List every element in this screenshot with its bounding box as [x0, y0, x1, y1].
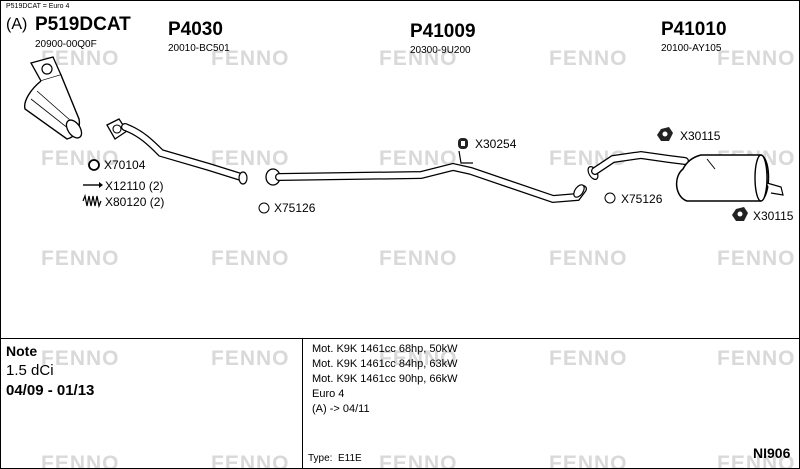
watermark-text: FENNO [41, 47, 120, 70]
watermark-text: FENNO [41, 452, 120, 469]
section-divider [1, 338, 799, 339]
rubber-mount-icon-c [732, 207, 748, 221]
header-note: P519DCAT = Euro 4 [6, 3, 70, 10]
motor-line-3: Mot. K9K 1461cc 90hp, 66kW [312, 373, 458, 385]
rear-silencer-drawing [587, 150, 784, 202]
accessory-x70104[interactable]: X70104 [104, 158, 146, 172]
middle-pipe-drawing [265, 150, 587, 204]
diagram-code: NI906 [753, 445, 791, 461]
watermark-text: FENNO [549, 347, 628, 370]
accessory-x75126-b[interactable]: X75126 [621, 192, 663, 206]
accessory-x75126-a[interactable]: X75126 [274, 201, 316, 215]
part-prefix: (A) [6, 16, 28, 33]
clamp-ring-icon-a [258, 202, 270, 214]
gasket-icon [88, 159, 100, 171]
type-label: Type: [308, 453, 333, 464]
motor-line-2: Mot. K9K 1461cc 84hp, 63kW [312, 358, 458, 370]
watermark-text: FENNO [717, 347, 796, 370]
watermark-text: FENNO [549, 247, 628, 270]
rubber-mount-icon-b [657, 127, 673, 141]
watermark-text: FENNO [717, 247, 796, 270]
watermark-text: FENNO [379, 347, 458, 370]
oem-number-p3: 20300-9U200 [410, 45, 471, 56]
accessory-x12110[interactable]: X12110 (2) [105, 179, 164, 193]
part-number-p3[interactable]: P41009 [410, 21, 476, 42]
spring-icon [82, 193, 102, 209]
bolt-icon [83, 182, 103, 188]
motor-line-4: Euro 4 [312, 388, 345, 400]
oem-number-p1: 20900-00Q0F [35, 39, 97, 50]
exhaust-diagram [24, 56, 784, 221]
motor-line-1: Mot. K9K 1461cc 68hp, 50kW [312, 343, 458, 355]
watermark-text: FENNO [717, 47, 796, 70]
note-dates: 04/09 - 01/13 [6, 382, 95, 399]
part-number-p2[interactable]: P4030 [168, 19, 223, 40]
accessory-x30115-a[interactable]: X30115 [680, 129, 721, 143]
motor-line-5: (A) -> 04/11 [312, 403, 370, 415]
watermark-text: FENNO [717, 452, 796, 469]
watermark-text: FENNO [549, 47, 628, 70]
watermark-text: FENNO [379, 452, 458, 469]
watermark-text: FENNO [211, 47, 290, 70]
watermark-text: FENNO [41, 247, 120, 270]
watermark-text: FENNO [379, 147, 458, 170]
oem-number-p2: 20010-BC501 [168, 43, 230, 54]
accessory-x30115-b[interactable]: X30115 [753, 209, 794, 223]
watermark-text: FENNO [211, 347, 290, 370]
oem-number-p4: 20100-AY105 [661, 43, 722, 54]
column-divider [302, 338, 303, 468]
front-pipe-drawing [106, 118, 248, 185]
rubber-mount-icon-a [458, 138, 468, 149]
catalytic-converter-drawing [24, 56, 83, 140]
part-number-p1[interactable]: P519DCAT [35, 14, 131, 35]
watermark-text: FENNO [211, 147, 290, 170]
watermark-text: FENNO [549, 452, 628, 469]
watermark-text: FENNO [379, 247, 458, 270]
accessory-x30254[interactable]: X30254 [475, 137, 517, 151]
part-number-p4[interactable]: P41010 [661, 19, 727, 40]
accessory-x80120[interactable]: X80120 (2) [105, 195, 165, 209]
type-value: E11E [338, 453, 362, 464]
clamp-ring-icon-b [604, 192, 616, 204]
note-title: Note [6, 343, 38, 359]
watermark-text: FENNO [211, 452, 290, 469]
watermark-text: FENNO [379, 47, 458, 70]
watermark-text: FENNO [211, 247, 290, 270]
note-engine: 1.5 dCi [6, 362, 54, 379]
watermark-text: FENNO [41, 347, 120, 370]
